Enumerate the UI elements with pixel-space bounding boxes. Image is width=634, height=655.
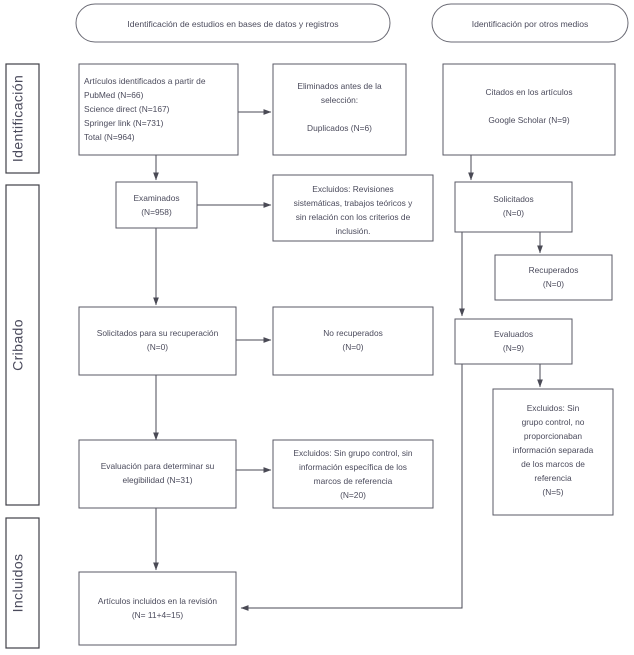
header-databases-box xyxy=(75,3,391,43)
box-included-rect xyxy=(78,571,237,646)
box-requested-other-rect xyxy=(454,181,573,233)
box-removed-before-screening: Eliminados antes de la selección: Duplic… xyxy=(272,63,407,156)
box-screened-rect xyxy=(115,181,198,229)
box-excluded-other-line-0: Excluidos: Sin xyxy=(527,403,580,413)
stage-identificacion-label: Identificación xyxy=(10,75,26,162)
box-excluded-screened-line-1: sistemáticas, trabajos teóricos y xyxy=(294,198,414,208)
box-excluded-other: Excluidos: Sin grupo control, no proporc… xyxy=(492,388,614,516)
box-included-line-0: Artículos incluidos en la revisión xyxy=(98,596,218,606)
box-excluded-other-line-5: referencia xyxy=(534,473,572,483)
header-other-label: Identificación por otros medios xyxy=(472,19,589,29)
box-excluded-other-line-4: de los marcos de xyxy=(521,459,585,469)
box-assessed-other-line-0: Evaluados xyxy=(494,329,533,339)
box-cited-in-articles: Citados en los artículos Google Scholar … xyxy=(442,63,616,156)
box-not-retrieved: No recuperados (N=0) xyxy=(272,306,434,376)
header-other: Identificación por otros medios xyxy=(431,3,629,43)
box-excluded-elig-line-1: información específica de los xyxy=(299,462,407,472)
stage-cribado: Cribado xyxy=(5,184,40,506)
box-excluded-other-line-3: información separada xyxy=(513,445,594,455)
stage-cribado-label: Cribado xyxy=(10,319,26,371)
box-eligibility-line-1: elegibilidad (N=31) xyxy=(122,475,192,485)
box-retrieved-other: Recuperados (N=0) xyxy=(494,254,613,301)
header-databases-label: Identificación de estudios en bases de d… xyxy=(127,19,338,29)
box-screened-line-1: (N=958) xyxy=(141,207,172,217)
box-screened: Examinados (N=958) xyxy=(115,181,198,229)
box-requested-other-line-0: Solicitados xyxy=(493,194,534,204)
box-identified-records-line-4: Total (N=964) xyxy=(84,132,135,142)
stage-incluidos-label: Incluidos xyxy=(10,554,26,613)
box-assessed-other: Evaluados (N=9) xyxy=(454,318,573,365)
connector-assessed-to-included xyxy=(240,364,463,611)
header-databases: Identificación de estudios en bases de d… xyxy=(75,3,391,43)
box-sought-line-0: Solicitados para su recuperación xyxy=(97,328,219,338)
box-excluded-elig-line-3: (N=20) xyxy=(340,490,366,500)
box-identified-records-rect xyxy=(78,63,239,156)
box-excluded-other-line-6: (N=5) xyxy=(542,487,563,497)
box-eligibility-rect xyxy=(78,439,237,509)
box-assessed-other-line-1: (N=9) xyxy=(503,343,524,353)
stage-cribado-box xyxy=(5,184,40,506)
box-eligibility: Evaluación para determinar su elegibilid… xyxy=(78,439,237,509)
box-cited-line-0: Citados en los artículos xyxy=(485,87,572,97)
box-removed-line-3: Duplicados (N=6) xyxy=(307,123,372,133)
box-excluded-other-rect xyxy=(492,388,614,516)
box-excluded-screened-line-3: inclusión. xyxy=(336,226,371,236)
box-screened-line-0: Examinados xyxy=(133,193,179,203)
box-excluded-screened: Excluidos: Revisiones sistemáticas, trab… xyxy=(272,174,434,242)
box-cited-line-2: Google Scholar (N=9) xyxy=(488,115,569,125)
box-eligibility-line-0: Evaluación para determinar su xyxy=(101,461,215,471)
box-identified-records-line-0: Artículos identificados a partir de xyxy=(84,76,206,86)
box-sought-retrieval-rect xyxy=(78,306,237,376)
box-excluded-screened-line-0: Excluidos: Revisiones xyxy=(312,184,393,194)
box-sought-line-1: (N=0) xyxy=(147,342,168,352)
box-excluded-other-line-2: proporcionaban xyxy=(524,431,583,441)
box-excluded-elig-line-2: marcos de referencia xyxy=(314,476,393,486)
box-excluded-eligibility-rect xyxy=(272,439,434,509)
box-assessed-other-rect xyxy=(454,318,573,365)
box-not-retrieved-line-1: (N=0) xyxy=(342,342,363,352)
stage-incluidos-box xyxy=(5,517,40,649)
header-other-box xyxy=(431,3,629,43)
box-identified-records-line-3: Springer link (N=731) xyxy=(84,118,164,128)
stage-identificacion: Identificación xyxy=(5,63,40,174)
box-requested-other: Solicitados (N=0) xyxy=(454,181,573,233)
box-not-retrieved-rect xyxy=(272,306,434,376)
box-excluded-eligibility: Excluidos: Sin grupo control, sin inform… xyxy=(272,439,434,509)
box-removed-before-screening-rect xyxy=(272,63,407,156)
stage-identificacion-box xyxy=(5,63,40,174)
box-identified-records: Artículos identificados a partir de PubM… xyxy=(78,63,239,156)
box-removed-line-1: selección: xyxy=(321,95,358,105)
box-retrieved-other-line-1: (N=0) xyxy=(543,279,564,289)
box-cited-in-articles-rect xyxy=(442,63,616,156)
box-sought-retrieval: Solicitados para su recuperación (N=0) xyxy=(78,306,237,376)
box-excluded-screened-line-2: sin relación con los criterios de xyxy=(296,212,411,222)
box-not-retrieved-line-0: No recuperados xyxy=(323,328,383,338)
box-retrieved-other-rect xyxy=(494,254,613,301)
box-retrieved-other-line-0: Recuperados xyxy=(529,265,579,275)
box-identified-records-line-1: PubMed (N=66) xyxy=(84,90,144,100)
box-excluded-other-line-1: grupo control, no xyxy=(522,417,585,427)
box-identified-records-line-2: Science direct (N=167) xyxy=(84,104,170,114)
box-removed-line-0: Eliminados antes de la xyxy=(297,81,382,91)
box-included: Artículos incluidos en la revisión (N= 1… xyxy=(78,571,237,646)
stage-incluidos: Incluidos xyxy=(5,517,40,649)
box-included-line-1: (N= 11+4=15) xyxy=(132,610,184,620)
box-excluded-elig-line-0: Excluidos: Sin grupo control, sin xyxy=(293,448,413,458)
box-excluded-screened-rect xyxy=(272,174,434,242)
box-requested-other-line-1: (N=0) xyxy=(503,208,524,218)
